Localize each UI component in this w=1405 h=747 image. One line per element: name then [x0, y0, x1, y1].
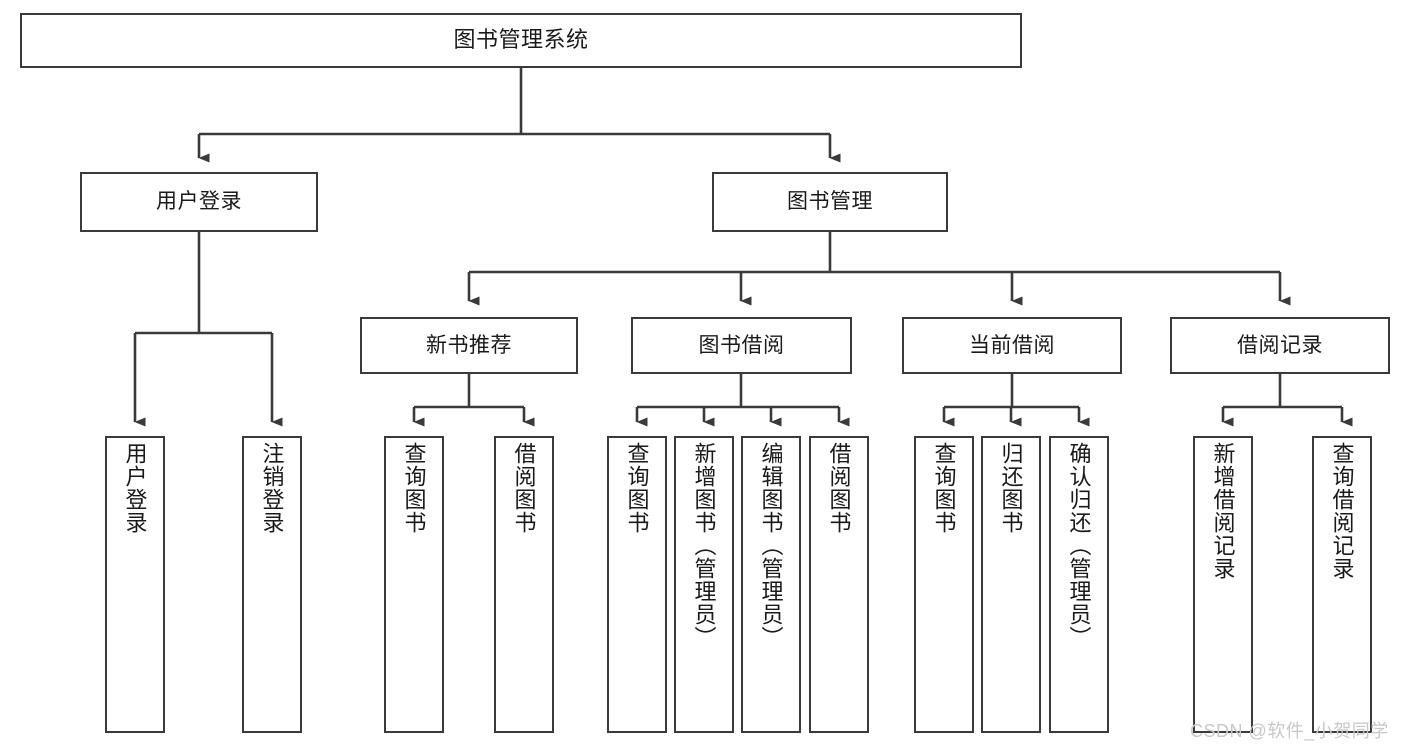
leaf-book-borrow-query[interactable]: 查询图书 [607, 436, 667, 733]
leaf-user-login-logout-label: 注销登录 [259, 442, 285, 534]
leaf-current-borrow-return-label: 归还图书 [998, 442, 1024, 534]
node-root[interactable]: 图书管理系统 [20, 13, 1022, 68]
node-new-book-recommend[interactable]: 新书推荐 [360, 317, 578, 374]
leaf-current-borrow-confirm[interactable]: 确认归还（管理员） [1049, 436, 1109, 733]
leaf-book-borrow-edit[interactable]: 编辑图书（管理员） [741, 436, 801, 733]
leaf-new-book-query-label: 查询图书 [401, 442, 427, 534]
leaf-book-borrow-edit-label: 编辑图书（管理员） [758, 442, 784, 649]
leaf-current-borrow-query[interactable]: 查询图书 [914, 436, 974, 733]
leaf-new-book-borrow-label: 借阅图书 [511, 442, 537, 534]
node-book-borrow-label: 图书借阅 [698, 333, 785, 357]
node-current-borrow[interactable]: 当前借阅 [902, 317, 1122, 374]
leaf-book-borrow-borrow[interactable]: 借阅图书 [809, 436, 869, 733]
leaf-borrow-record-query-label: 查询借阅记录 [1329, 442, 1355, 580]
leaf-user-login-logout[interactable]: 注销登录 [242, 436, 302, 733]
leaf-user-login-login[interactable]: 用户登录 [105, 436, 165, 733]
node-root-label: 图书管理系统 [453, 27, 589, 53]
node-new-book-recommend-label: 新书推荐 [426, 333, 512, 357]
node-borrow-record-label: 借阅记录 [1237, 333, 1323, 357]
leaf-book-borrow-query-label: 查询图书 [624, 442, 650, 534]
leaf-borrow-record-add[interactable]: 新增借阅记录 [1193, 436, 1253, 733]
leaf-book-borrow-add-label: 新增图书（管理员） [691, 442, 717, 649]
node-book-borrow[interactable]: 图书借阅 [631, 317, 852, 374]
leaf-current-borrow-confirm-label: 确认归还（管理员） [1066, 442, 1092, 649]
leaf-new-book-query[interactable]: 查询图书 [384, 436, 444, 733]
node-current-borrow-label: 当前借阅 [969, 333, 1055, 357]
leaf-borrow-record-query[interactable]: 查询借阅记录 [1312, 436, 1372, 733]
node-book-management[interactable]: 图书管理 [712, 172, 948, 232]
leaf-user-login-login-label: 用户登录 [122, 442, 148, 534]
csdn-watermark: CSDN @软件_小贺同学 [1190, 721, 1389, 741]
node-user-login[interactable]: 用户登录 [80, 172, 318, 232]
leaf-book-borrow-add[interactable]: 新增图书（管理员） [674, 436, 734, 733]
leaf-book-borrow-borrow-label: 借阅图书 [826, 442, 852, 534]
leaf-new-book-borrow[interactable]: 借阅图书 [494, 436, 554, 733]
leaf-borrow-record-add-label: 新增借阅记录 [1210, 442, 1236, 580]
node-borrow-record[interactable]: 借阅记录 [1170, 317, 1390, 374]
node-user-login-label: 用户登录 [156, 190, 242, 214]
leaf-current-borrow-return[interactable]: 归还图书 [981, 436, 1041, 733]
node-book-management-label: 图书管理 [787, 190, 873, 214]
leaf-current-borrow-query-label: 查询图书 [931, 442, 957, 534]
